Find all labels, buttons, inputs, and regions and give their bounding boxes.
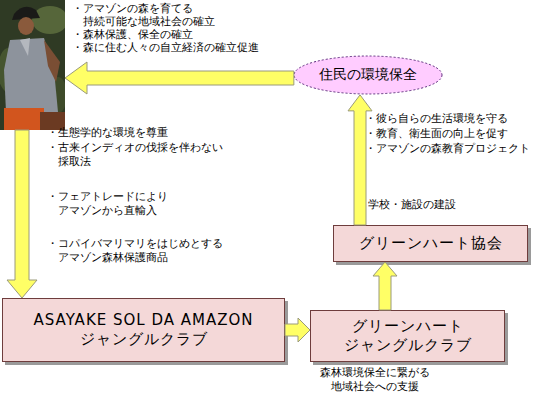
ellipse-node: 住民の環境保全 bbox=[293, 55, 443, 95]
block-arrow bbox=[348, 95, 372, 225]
note-label: ・彼ら自らの生活環境を守る bbox=[365, 112, 542, 126]
process-box: グリーンハート協会 bbox=[333, 225, 528, 262]
note-label: 学校・施設の建設 bbox=[368, 198, 488, 212]
block-arrow bbox=[373, 262, 397, 310]
note-label: ・アマゾンの森教育プロジェクト bbox=[365, 142, 542, 156]
note-label: 森林環境保全に繋がる 地域社会への支援 bbox=[313, 366, 437, 394]
bullet-note: ・アマゾンの森を育てる 持続可能な地域社会の確立 bbox=[72, 2, 272, 28]
note-label: ・コパイバマリマリをはじめとする アマゾン森林保護商品 bbox=[47, 237, 248, 265]
block-arrow bbox=[65, 62, 294, 94]
bullet-note: ・森林保護、保全の確立 bbox=[72, 28, 272, 41]
note-label: ・教育、衛生面の向上を促す bbox=[365, 127, 542, 141]
node-label: 住民の環境保全 bbox=[319, 66, 417, 84]
block-arrow bbox=[285, 318, 310, 342]
photo-illustration bbox=[0, 0, 65, 130]
note-label: ・古来インディオの伐採を伴わない 採取法 bbox=[47, 141, 248, 169]
note-label: ・生態学的な環境を尊重 bbox=[47, 126, 248, 140]
photo-node: ・アマゾンの森を育てる 持続可能な地域社会の確立・森林保護、保全の確立・森に住む… bbox=[0, 0, 65, 130]
note-label: ・フェアトレードにより アマゾンから直輸入 bbox=[47, 190, 248, 218]
process-box: グリーンハート ジャングルクラブ bbox=[310, 310, 505, 362]
bullet-note: ・森に住む人々の自立経済の確立促進 bbox=[72, 41, 272, 54]
node-label: ASAYAKE SOL DA AMAZON ジャングルクラブ bbox=[22, 311, 265, 349]
node-label: グリーンハート ジャングルクラブ bbox=[330, 317, 485, 355]
block-arrow bbox=[7, 130, 37, 298]
process-box: ASAYAKE SOL DA AMAZON ジャングルクラブ bbox=[2, 298, 285, 362]
node-label: グリーンハート協会 bbox=[359, 234, 503, 253]
